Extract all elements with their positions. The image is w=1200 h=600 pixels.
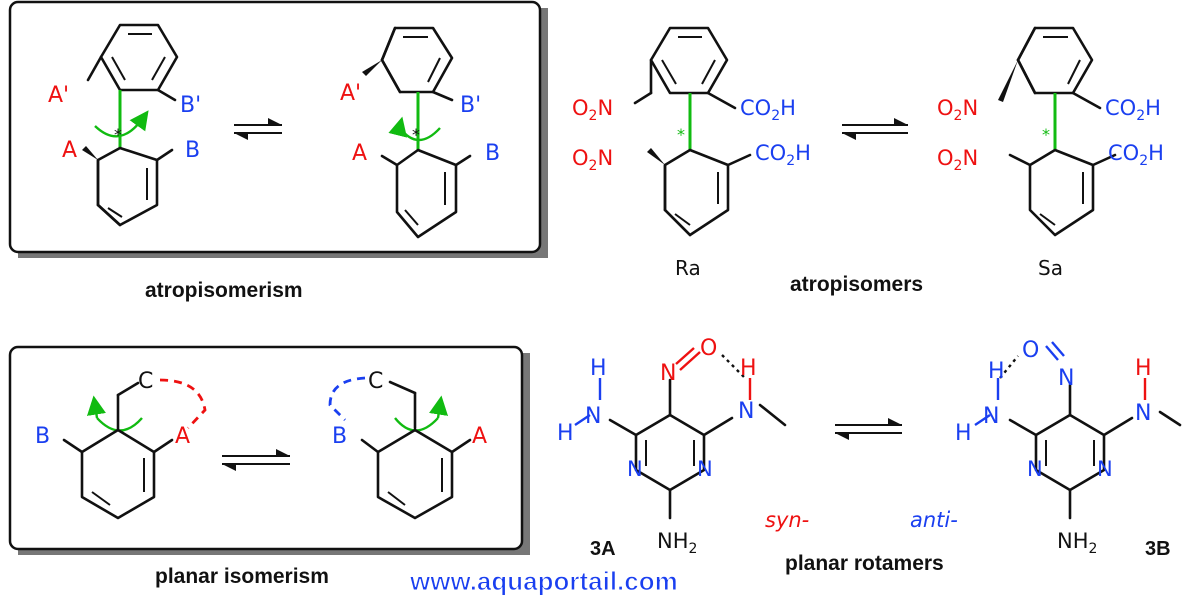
pyrimidine-3a — [574, 347, 787, 520]
biaryl-left — [82, 23, 179, 227]
atropisomerism-panel-frame — [8, 0, 548, 258]
n-3a-nitroso: N — [660, 361, 676, 386]
o-3a: O — [700, 336, 717, 361]
equilibrium-arrow-4 — [835, 418, 902, 440]
n-3b-amine: N — [983, 404, 999, 429]
nh2-3a: NH2 — [657, 529, 697, 557]
stereo-star-1: * — [114, 125, 122, 144]
n-3a-methylamine: N — [738, 399, 754, 424]
n-3a-ring-2: N — [697, 457, 713, 481]
h-3a-1: H — [590, 356, 607, 381]
planar-right-molecule — [328, 376, 472, 520]
h-3b-1: H — [988, 359, 1005, 384]
equilibrium-arrow-1 — [234, 118, 282, 140]
website-watermark: www.aquaportail.com — [409, 566, 678, 596]
label-sa: Sa — [1038, 256, 1063, 280]
label-b-1: B — [185, 138, 200, 163]
h-3b-3: H — [1135, 356, 1152, 381]
planar-left-molecule — [62, 378, 207, 520]
caption-atropisomerism: atropisomerism — [145, 279, 303, 302]
pyrimidine-3b — [974, 341, 1182, 520]
sa-co2h-top: CO2H — [1105, 96, 1161, 124]
n-3b-ring-1: N — [1027, 457, 1043, 481]
equilibrium-arrow-2 — [842, 118, 908, 140]
h-3a-3: H — [740, 356, 757, 381]
n-3a-ring-1: N — [627, 457, 643, 481]
sa-molecule — [998, 26, 1117, 237]
ra-co2h-bottom: CO2H — [755, 141, 811, 169]
biaryl-right — [362, 26, 472, 239]
equilibrium-arrow-3 — [222, 449, 290, 471]
label-a-3: A — [175, 424, 190, 449]
nh2-3b: NH2 — [1057, 529, 1097, 557]
label-b-3: B — [35, 424, 50, 449]
label-b-prime-1: B' — [180, 93, 201, 118]
stereo-star-2: * — [412, 125, 420, 144]
ra-molecule — [633, 26, 752, 237]
label-b-prime-2: B' — [460, 93, 481, 118]
ra-no2-bottom: O2N — [572, 146, 613, 174]
ra-no2-top: O2N — [572, 96, 613, 124]
ra-star: * — [677, 125, 685, 144]
label-syn: syn- — [765, 508, 809, 532]
caption-planar-rotamers: planar rotamers — [785, 552, 944, 575]
n-3b-nitroso: N — [1058, 366, 1074, 391]
o-3b: O — [1022, 338, 1039, 363]
caption-atropisomers: atropisomers — [790, 273, 923, 296]
sa-no2-bottom: O2N — [937, 146, 978, 174]
label-a-prime-1: A' — [48, 83, 69, 108]
label-a-prime-2: A' — [340, 81, 361, 106]
label-b-4: B — [332, 424, 347, 449]
n-3b-ring-2: N — [1097, 457, 1113, 481]
ra-co2h-top: CO2H — [740, 96, 796, 124]
label-3a: 3A — [590, 538, 616, 560]
label-c-1: C — [138, 369, 153, 394]
label-c-2: C — [368, 369, 383, 394]
sa-star: * — [1042, 125, 1050, 144]
label-ra: Ra — [675, 256, 701, 280]
h-3a-2: H — [557, 421, 574, 446]
label-3b: 3B — [1145, 538, 1171, 560]
n-3a-amine: N — [585, 404, 601, 429]
caption-planar-isomerism: planar isomerism — [155, 565, 329, 588]
sa-no2-top: O2N — [937, 96, 978, 124]
planar-panel-frame — [8, 345, 530, 555]
label-anti: anti- — [910, 508, 958, 532]
label-a-1: A — [62, 138, 77, 163]
label-a-2: A — [352, 141, 367, 166]
h-3b-2: H — [955, 421, 972, 446]
label-b-2: B — [485, 141, 500, 166]
sa-co2h-bottom: CO2H — [1108, 141, 1164, 169]
n-3b-methylamine: N — [1135, 401, 1151, 426]
label-a-4: A — [472, 424, 487, 449]
